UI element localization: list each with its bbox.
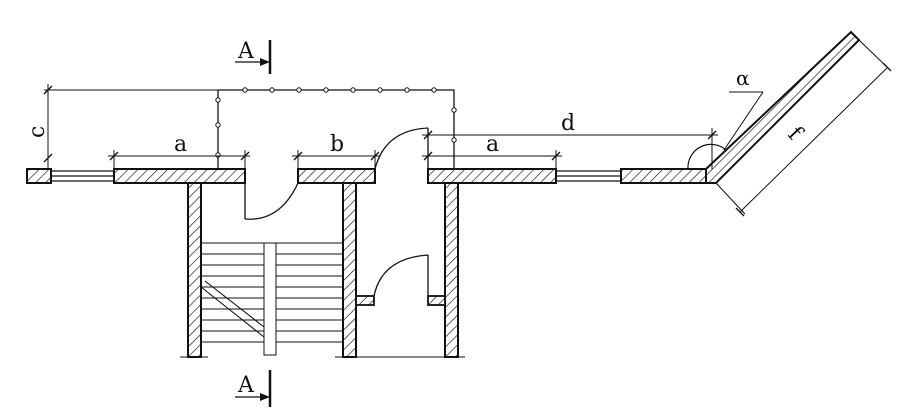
- stair-center-stringer: [263, 242, 277, 356]
- dim-label-f: f: [783, 122, 808, 146]
- dim-label-a-left: a: [174, 132, 187, 157]
- dimension-a-left: a: [108, 132, 250, 169]
- window-left: [51, 170, 114, 182]
- wall-segment-a-left: [113, 168, 246, 184]
- staircase: [200, 242, 343, 356]
- door-swing-left: [244, 182, 299, 220]
- dim-label-d: d: [561, 111, 575, 136]
- wall-vertical-1: [187, 182, 202, 358]
- angle-label-alpha: α: [736, 66, 750, 90]
- dim-label-c: c: [25, 126, 50, 138]
- wall-vertical-3: [444, 182, 459, 358]
- section-mark-bottom: A: [235, 370, 272, 407]
- angle-alpha: α: [687, 66, 764, 170]
- wall-stub-left: [355, 295, 375, 306]
- wall-vertical-2: [342, 182, 357, 358]
- wall-segment-b: [297, 168, 376, 184]
- door-swing-center: [374, 127, 429, 170]
- section-label-bottom: A: [237, 373, 255, 398]
- dimension-b: b: [292, 132, 380, 169]
- section-label-top: A: [237, 39, 255, 64]
- dimension-c: c: [25, 84, 218, 169]
- dim-label-a-right: a: [486, 132, 499, 157]
- section-mark-top: A: [235, 39, 272, 74]
- dimension-d: d: [422, 111, 718, 169]
- wall-segment-a-right: [427, 168, 557, 184]
- stair-break-line: [200, 286, 265, 338]
- wall-stub-right: [427, 295, 446, 306]
- dimension-a-right: a: [422, 132, 562, 169]
- wall-segment-right: [620, 168, 711, 184]
- window-openings: [51, 170, 621, 182]
- vertical-walls: [187, 182, 459, 358]
- wall-angled: [705, 30, 861, 184]
- dim-label-b: b: [330, 132, 344, 157]
- facade-walls: [26, 30, 861, 184]
- section-cut-line: [215, 87, 457, 169]
- wall-end-left: [26, 168, 52, 184]
- door-swing-lower: [373, 254, 429, 297]
- window-right: [556, 170, 621, 182]
